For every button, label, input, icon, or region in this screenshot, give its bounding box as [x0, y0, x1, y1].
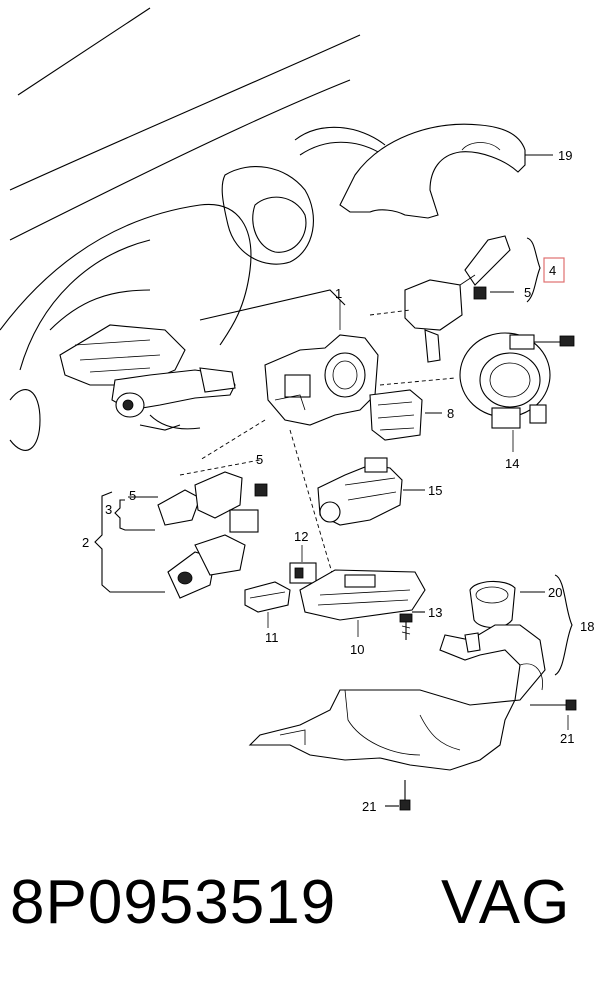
part-13-screw [399, 611, 425, 640]
callout-10: 10 [350, 642, 364, 657]
callout-1: 1 [335, 286, 342, 301]
callout-5-mid-a: 5 [256, 452, 263, 467]
callout-11: 11 [265, 630, 279, 645]
callout-13: 13 [428, 605, 442, 620]
callout-14: 14 [505, 456, 519, 471]
part-number: 8P0953519 [10, 868, 337, 937]
brand-label: VAG [441, 868, 571, 937]
part-11-connector [244, 581, 291, 628]
part-10-control-unit [299, 569, 426, 637]
callout-19: 19 [558, 148, 572, 163]
callout-4: 4 [549, 263, 556, 278]
part-8-module [369, 389, 442, 441]
part-2-ignition-lock [94, 491, 246, 599]
part-21-screw-right [530, 699, 577, 730]
exploded-parts-diagram: 19 4 5 14 1 [0, 7, 594, 814]
callout-3: 3 [105, 502, 112, 517]
part-19-upper-shroud [339, 123, 553, 219]
callout-20: 20 [548, 585, 562, 600]
callout-15: 15 [428, 483, 442, 498]
callout-8: 8 [447, 406, 454, 421]
callout-21-bottom: 21 [362, 799, 376, 814]
part-15-lock-housing [317, 457, 425, 526]
callout-18: 18 [580, 619, 594, 634]
part-14-clock-spring [459, 332, 575, 452]
callout-5-top: 5 [524, 285, 531, 300]
callout-12: 12 [294, 529, 308, 544]
part-18-lower-shroud [248, 624, 546, 771]
part-21-screw-bottom [385, 780, 411, 811]
callout-21-right: 21 [560, 731, 574, 746]
callout-2: 2 [82, 535, 89, 550]
part-3-lock-assembly [114, 459, 268, 533]
part-1-switch-housing [264, 300, 456, 426]
part-12-relay [289, 545, 317, 584]
callout-5-mid-b: 5 [129, 488, 136, 503]
callout-4-highlight-box [543, 257, 565, 283]
dashboard-outline [0, 7, 391, 451]
part-20-trim-ring [469, 574, 573, 676]
steering-column-assembly [59, 324, 341, 601]
part-4-wiper-switch [404, 235, 541, 363]
